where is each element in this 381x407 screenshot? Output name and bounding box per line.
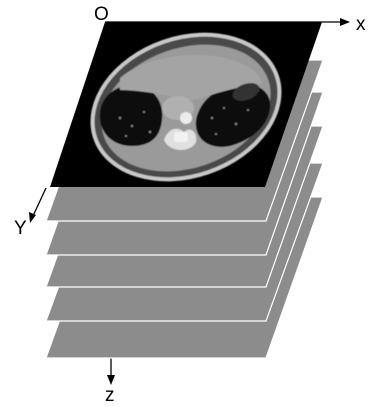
ct-vertebra-body (174, 132, 188, 142)
y-axis-line (33, 188, 46, 216)
x-axis-label: x (356, 14, 366, 35)
ct-aorta (180, 112, 192, 124)
y-axis-arrowhead (29, 212, 36, 223)
z-axis-label: z (105, 385, 115, 406)
y-axis (29, 188, 46, 223)
x-axis-arrowhead (340, 18, 350, 26)
z-axis-arrowhead (107, 375, 115, 385)
origin-label: O (94, 4, 109, 25)
ct-left-lung (100, 85, 162, 146)
y-axis-label: Y (14, 218, 27, 239)
